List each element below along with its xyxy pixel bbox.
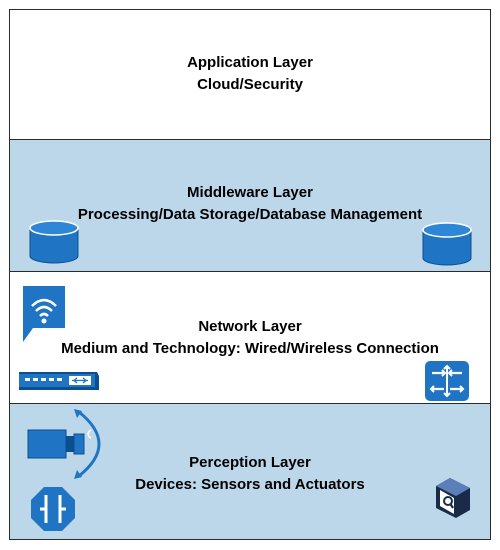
database-icon xyxy=(422,222,472,266)
perception-layer-title: Perception Layer xyxy=(189,454,311,471)
application-layer-text: Application Layer Cloud/Security xyxy=(10,52,490,96)
network-layer-text: Network Layer Medium and Technology: Wir… xyxy=(10,316,490,360)
perception-layer: Perception Layer Devices: Sensors and Ac… xyxy=(9,404,491,540)
middleware-layer: Middleware Layer Processing/Data Storage… xyxy=(9,140,491,272)
database-icon xyxy=(29,220,79,264)
network-layer: Network Layer Medium and Technology: Wir… xyxy=(9,272,491,404)
router-icon xyxy=(425,361,469,401)
middleware-layer-title: Middleware Layer xyxy=(187,184,313,201)
wireless-callout-icon xyxy=(23,286,65,342)
network-switch-icon xyxy=(19,372,99,390)
actuator-icon xyxy=(31,487,75,531)
perception-layer-subtitle: Devices: Sensors and Actuators xyxy=(135,476,365,493)
network-layer-title: Network Layer xyxy=(198,318,302,335)
application-layer: Application Layer Cloud/Security xyxy=(9,9,491,140)
application-layer-subtitle: Cloud/Security xyxy=(197,76,303,93)
middleware-layer-subtitle: Processing/Data Storage/Database Managem… xyxy=(77,206,423,223)
search-tool-icon xyxy=(436,478,470,518)
network-layer-subtitle: Medium and Technology: Wired/Wireless Co… xyxy=(61,340,439,357)
application-layer-title: Application Layer xyxy=(187,54,313,71)
middleware-layer-text: Middleware Layer Processing/Data Storage… xyxy=(10,182,490,226)
perception-layer-text: Perception Layer Devices: Sensors and Ac… xyxy=(10,452,490,496)
camera-sensor-icon xyxy=(27,409,101,479)
